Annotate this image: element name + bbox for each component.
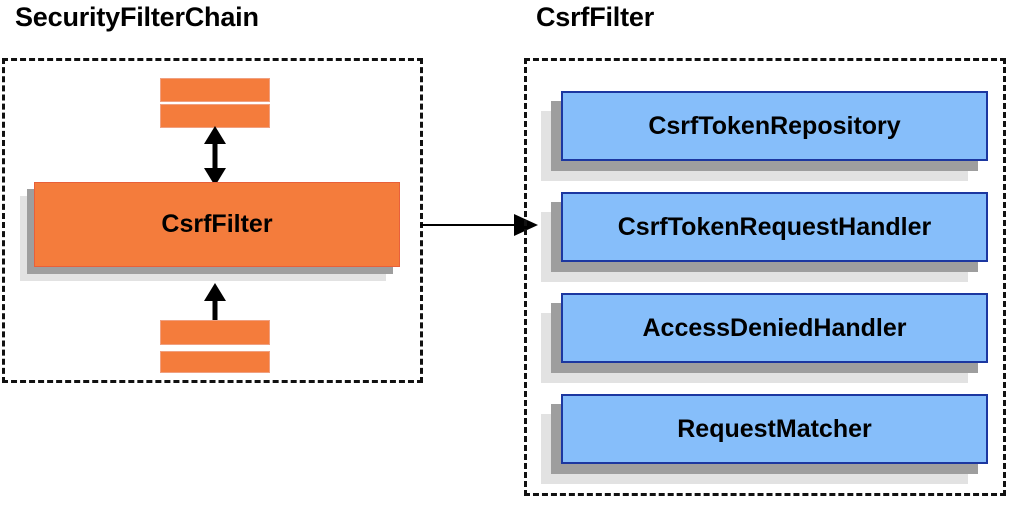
panel-csrf-filter-collaborators [524, 58, 1006, 496]
component-box-csrf-token-repository[interactable]: CsrfTokenRepository [561, 91, 988, 161]
filter-bar-above-2 [160, 104, 270, 128]
page-title-security-filter-chain: SecurityFilterChain [15, 2, 259, 32]
component-box-access-denied-handler[interactable]: AccessDeniedHandler [561, 293, 988, 363]
component-box-label: CsrfTokenRequestHandler [617, 212, 932, 241]
panel-security-filter-chain [2, 58, 423, 383]
page-title-csrf-filter: CsrfFilter [536, 2, 655, 32]
component-box-csrf-token-request-handler[interactable]: CsrfTokenRequestHandler [561, 192, 988, 262]
component-box-label: AccessDeniedHandler [642, 313, 907, 342]
csrf-filter-box-label: CsrfFilter [161, 210, 273, 238]
component-box-request-matcher[interactable]: RequestMatcher [561, 394, 988, 464]
right-arrow-securityfilterchain-to-csrffilter [420, 214, 538, 236]
filter-bar-below-1 [160, 320, 270, 345]
filter-bar-above-1 [160, 78, 270, 102]
filter-bar-below-2 [160, 351, 270, 373]
component-box-label: RequestMatcher [677, 414, 872, 443]
csrf-filter-box[interactable]: CsrfFilter [34, 182, 400, 267]
double-headed-vertical-arrow-top [204, 126, 226, 186]
component-box-label: CsrfTokenRepository [648, 111, 901, 140]
